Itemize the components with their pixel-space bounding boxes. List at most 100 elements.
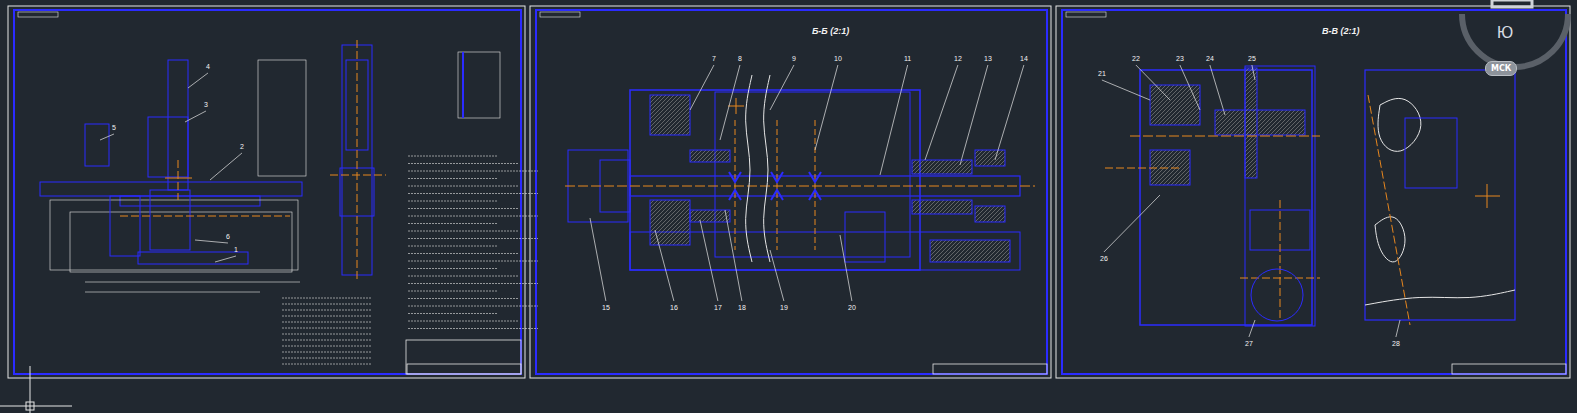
section-hatch bbox=[1150, 85, 1200, 125]
drawing-line bbox=[736, 98, 737, 114]
section-hatch bbox=[1215, 110, 1305, 135]
leader-line bbox=[960, 65, 988, 165]
note-line bbox=[408, 231, 518, 232]
callout-number: 8 bbox=[738, 55, 742, 62]
housing bbox=[1365, 70, 1515, 320]
section-hatch bbox=[690, 150, 730, 162]
leader-line bbox=[215, 256, 236, 262]
leader-line bbox=[1104, 195, 1160, 252]
outline bbox=[845, 212, 885, 262]
spec-line bbox=[282, 358, 372, 359]
leader-line bbox=[1102, 80, 1150, 100]
spec-line bbox=[282, 364, 372, 365]
leader-line bbox=[995, 65, 1024, 160]
leader-line bbox=[770, 65, 794, 110]
callout-number: 28 bbox=[1392, 340, 1400, 347]
callout-number: 5 bbox=[112, 124, 116, 131]
note-line bbox=[408, 328, 538, 329]
spec-line bbox=[282, 310, 372, 311]
callout-number: 1 bbox=[234, 246, 238, 253]
outline bbox=[1245, 66, 1315, 326]
drawing-line bbox=[462, 52, 464, 118]
break-line bbox=[746, 75, 752, 262]
spec-line bbox=[282, 304, 372, 305]
sheet-frame bbox=[536, 10, 1047, 374]
hatched-part bbox=[650, 95, 690, 135]
dimension bbox=[85, 282, 300, 283]
gear-tooth bbox=[771, 172, 783, 200]
note-line bbox=[408, 306, 538, 307]
outline bbox=[40, 182, 302, 196]
ucs-button: МСК bbox=[1485, 61, 1517, 76]
leader-line bbox=[1252, 65, 1255, 80]
callout-number: 11 bbox=[904, 55, 911, 62]
note-line bbox=[408, 163, 518, 164]
leader-line bbox=[1180, 65, 1200, 110]
note-line bbox=[408, 276, 518, 277]
break-line bbox=[764, 75, 770, 262]
callout-number: 27 bbox=[1245, 340, 1253, 347]
leader-line bbox=[815, 65, 838, 150]
housing bbox=[630, 90, 920, 270]
center-line bbox=[357, 40, 358, 280]
cursor bbox=[0, 406, 72, 407]
leader-line bbox=[1136, 65, 1170, 100]
axis-line bbox=[1130, 135, 1320, 136]
leader-line bbox=[100, 134, 114, 140]
note-line bbox=[408, 216, 538, 217]
spec-line bbox=[282, 352, 372, 353]
section-hatch bbox=[975, 206, 1005, 222]
leader-line bbox=[770, 250, 784, 301]
break-line bbox=[1378, 98, 1421, 151]
center-line bbox=[777, 120, 778, 250]
leader-line bbox=[1249, 320, 1255, 337]
hatched-part bbox=[975, 206, 1005, 222]
note-line bbox=[408, 283, 538, 284]
note-line bbox=[408, 268, 498, 269]
outline bbox=[85, 124, 109, 166]
note-line bbox=[408, 186, 518, 187]
leader-line bbox=[188, 73, 208, 88]
section-hatch bbox=[975, 150, 1005, 166]
callout-number: 20 bbox=[848, 304, 856, 311]
outline bbox=[110, 196, 140, 256]
hatched-part bbox=[912, 200, 972, 214]
section-hatch bbox=[650, 95, 690, 135]
callout-number: 6 bbox=[226, 233, 230, 240]
leader-line bbox=[1396, 320, 1400, 337]
callout-number: 17 bbox=[714, 304, 722, 311]
callout-number: 22 bbox=[1132, 55, 1140, 62]
center-line bbox=[330, 175, 386, 176]
callout-number: 13 bbox=[984, 55, 992, 62]
gear-tooth bbox=[809, 172, 821, 200]
hatched-part bbox=[975, 150, 1005, 166]
callout-number: 19 bbox=[780, 304, 788, 311]
note-line bbox=[408, 246, 498, 247]
note-line bbox=[408, 321, 518, 322]
outline bbox=[168, 60, 188, 190]
hatched-part bbox=[912, 160, 972, 174]
leader-line bbox=[700, 220, 718, 301]
leader-line bbox=[655, 230, 674, 301]
spec-line bbox=[282, 334, 372, 335]
dimension bbox=[70, 212, 292, 272]
housing bbox=[1140, 70, 1312, 325]
center-line bbox=[1105, 168, 1180, 169]
callout-number: 15 bbox=[602, 304, 610, 311]
callout-number: 4 bbox=[206, 63, 210, 70]
leader-line bbox=[185, 111, 206, 122]
hatched-part bbox=[1215, 110, 1305, 135]
section-title: В-В (2:1) bbox=[1322, 27, 1360, 36]
note-line bbox=[408, 178, 498, 179]
spec-line bbox=[282, 316, 372, 317]
leader-line bbox=[880, 65, 908, 175]
section-hatch bbox=[690, 210, 730, 222]
callout-number: 2 bbox=[240, 143, 244, 150]
leader-line bbox=[725, 210, 742, 301]
viewcube-ring bbox=[1462, 14, 1568, 67]
leader-line bbox=[720, 65, 740, 140]
callout-number: 26 bbox=[1100, 255, 1108, 262]
section-hatch bbox=[930, 240, 1010, 262]
leader-line bbox=[1210, 65, 1225, 115]
outline bbox=[1405, 118, 1457, 188]
